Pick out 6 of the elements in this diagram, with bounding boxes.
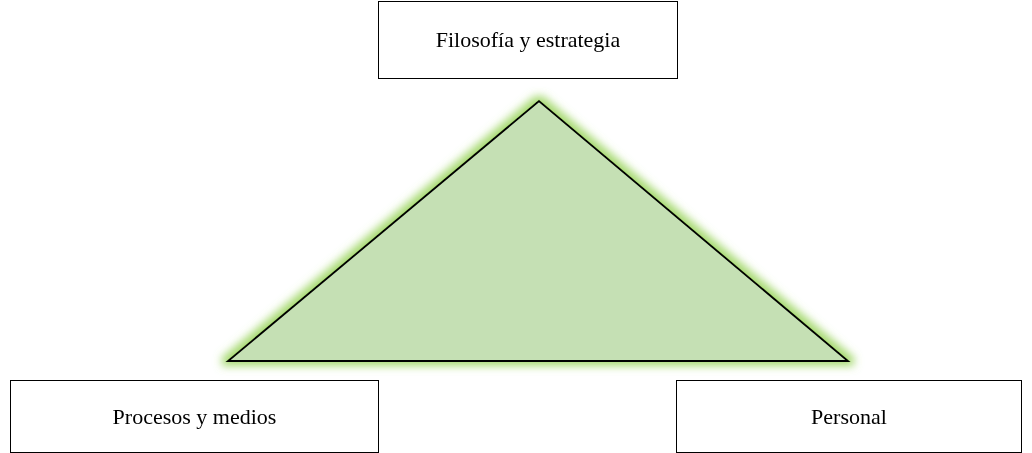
box-label: Procesos y medios xyxy=(112,403,277,430)
text-box xyxy=(10,380,379,453)
text-box xyxy=(676,380,1022,453)
box-label: Filosofía y estrategia xyxy=(435,27,621,53)
box-label: Personal xyxy=(811,403,887,430)
text-box xyxy=(378,1,678,79)
